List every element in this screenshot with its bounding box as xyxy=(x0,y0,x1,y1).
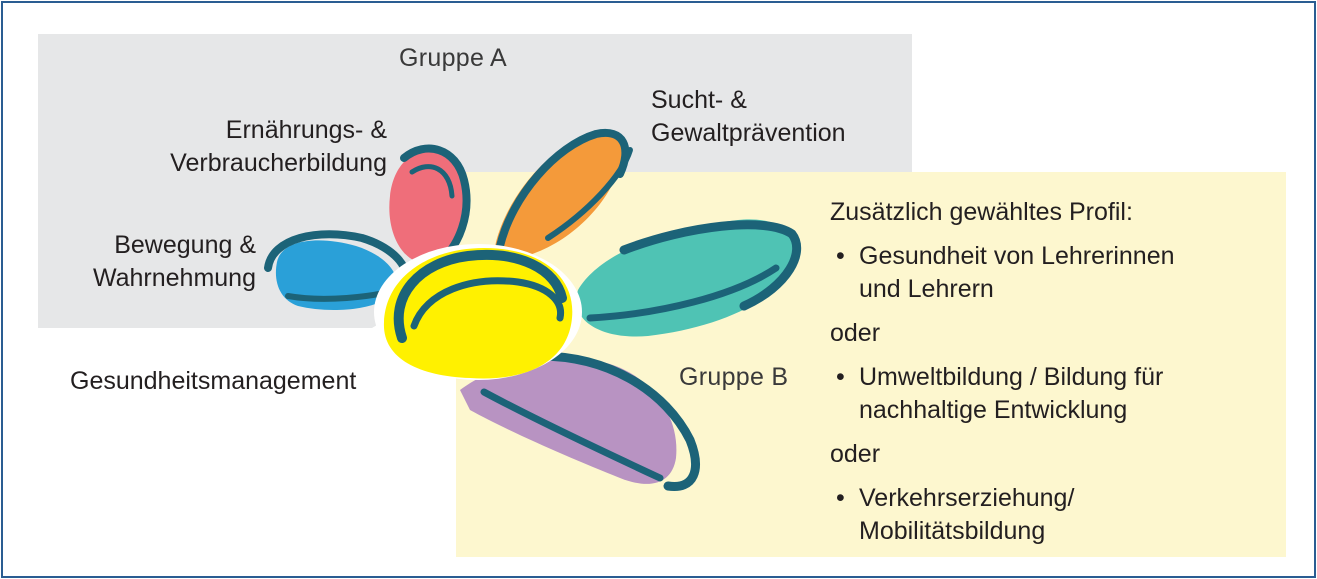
petal-label-sucht: Sucht- & Gewaltprävention xyxy=(651,86,846,147)
profile-heading: Zusätzlich gewähltes Profil: xyxy=(830,198,1133,226)
profile-option: • Umweltbildung / Bildung für nachhaltig… xyxy=(836,363,1164,424)
separator-or: oder xyxy=(830,319,881,347)
group-a-title: Gruppe A xyxy=(399,44,508,72)
petal-label-bewegung: Bewegung & Wahrnehmung xyxy=(92,231,256,292)
bullet-icon: • xyxy=(836,484,845,512)
profile-option: • Gesundheit von Lehrerinnen und Lehrern xyxy=(836,242,1175,303)
purple-petal-icon xyxy=(460,351,700,491)
yellow-center-icon xyxy=(374,244,582,380)
profile-option: • Verkehrserziehung/ Mobilitätsbildung xyxy=(836,484,1075,545)
bullet-icon: • xyxy=(836,242,845,270)
teal-petal-icon xyxy=(576,219,801,337)
red-petal-icon xyxy=(389,144,471,268)
center-label: Gesundheitsmanagement xyxy=(70,367,357,395)
group-b-title: Gruppe B xyxy=(679,363,789,391)
separator-or: oder xyxy=(830,440,881,468)
profile-options: Zusätzlich gewähltes Profil: • Gesundhei… xyxy=(830,196,1270,559)
bullet-icon: • xyxy=(836,363,845,391)
orange-petal-icon xyxy=(495,128,633,259)
petal-label-ernaehrung: Ernährungs- & Verbraucherbildung xyxy=(170,116,387,177)
